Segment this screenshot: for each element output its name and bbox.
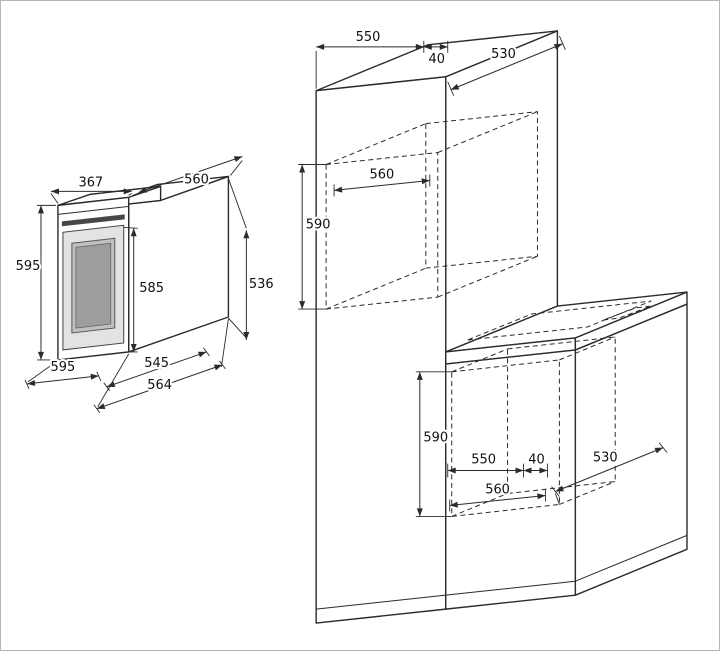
dim-oven-overall-depth: 564	[93, 318, 229, 414]
countertop-side-edge	[574, 291, 688, 351]
dim-upper-niche-width: 560	[333, 165, 431, 197]
dim-label-oven-rear-height: 536	[249, 277, 274, 292]
dim-lower-diagonal: 530	[551, 442, 668, 505]
dim-upper-niche-height: 590	[298, 164, 332, 310]
dim-label-oven-body-depth: 545	[144, 356, 169, 371]
base-plinth-line	[445, 534, 688, 596]
dim-label-oven-top-width: 367	[78, 175, 103, 190]
oven-control-panel-line	[57, 205, 129, 215]
dim-label-tall-top-diagonal: 530	[491, 47, 516, 62]
dim-lower-depth: 550	[447, 451, 524, 478]
dim-label-tall-rear-gap: 40	[429, 52, 445, 67]
cabinet-drawing: 550 40 530 560 590	[298, 28, 688, 624]
dim-lower-rear-gap: 40	[523, 451, 548, 478]
dim-label-oven-overall-depth: 564	[147, 378, 172, 393]
oven-handle	[61, 214, 125, 227]
dim-oven-top-depth: 560	[132, 156, 243, 196]
dim-label-tall-top-depth: 550	[356, 30, 381, 45]
dim-oven-rear-height: 536	[227, 178, 276, 340]
dim-label-oven-bottom-width: 595	[51, 360, 76, 375]
cooktop-cutout	[467, 300, 652, 341]
dim-tall-top-diagonal: 530	[447, 35, 566, 96]
dim-label-oven-front-height: 585	[139, 281, 164, 296]
oven-door-glass-inner	[75, 242, 112, 329]
dim-label-oven-top-depth: 560	[184, 172, 209, 187]
dim-oven-top-width: 367	[50, 173, 132, 204]
dim-tall-top-depth: 550	[315, 28, 425, 89]
dim-lower-niche-width: 560	[449, 480, 546, 512]
tall-cabinet-plinth-line	[316, 594, 446, 610]
dim-oven-height: 595	[14, 204, 56, 361]
dim-oven-bottom-width: 595	[24, 358, 102, 389]
cabinet-dimensions: 550 40 530 560 590	[298, 28, 668, 517]
dim-label-lower-niche-height: 590	[423, 431, 448, 446]
dim-label-lower-rear-gap: 40	[528, 453, 544, 468]
dim-label-lower-diagonal: 530	[593, 451, 618, 466]
upper-niche-outline	[325, 111, 538, 310]
oven-dimensions: 367 560 595 585 536	[14, 156, 276, 414]
dim-oven-front-height: 585	[123, 226, 166, 353]
dim-label-lower-niche-width: 560	[485, 482, 510, 497]
dim-tall-rear-gap: 40	[423, 40, 449, 69]
dim-label-upper-niche-width: 560	[370, 167, 395, 182]
dim-lower-niche-height: 590	[415, 371, 452, 517]
dim-label-upper-niche-height: 590	[306, 217, 331, 232]
base-cabinet	[445, 291, 688, 610]
oven-drawing: 367 560 595 585 536	[14, 156, 276, 414]
dim-label-lower-depth: 550	[471, 453, 496, 468]
dim-label-oven-height: 595	[16, 259, 41, 274]
oven-door	[57, 205, 129, 351]
